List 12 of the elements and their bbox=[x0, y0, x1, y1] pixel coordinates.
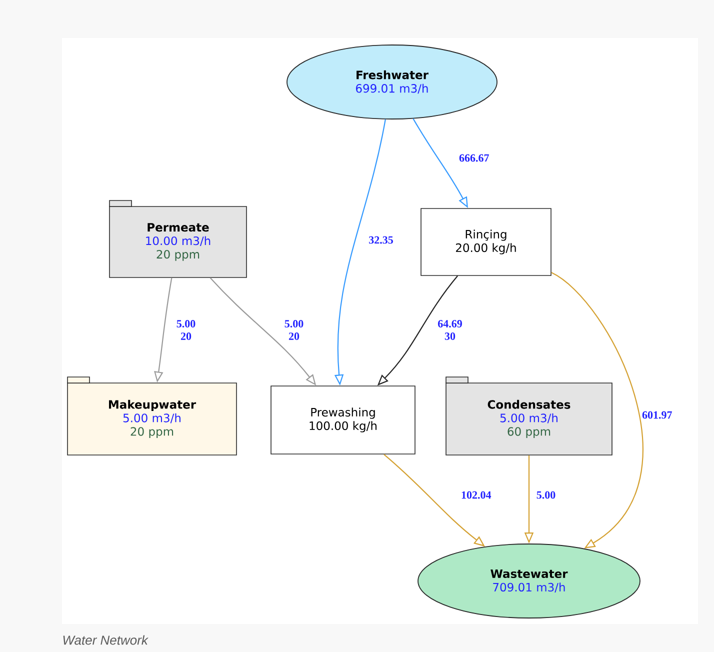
edge-label: 5.00 20 bbox=[280, 319, 308, 341]
edge-label: 5.00 20 bbox=[172, 319, 200, 341]
folder-box: Permeate 10.00 m3/h 20 ppm bbox=[109, 200, 247, 278]
process-box: Prewashing 100.00 kg/h bbox=[270, 386, 416, 454]
ellipse-node: Wastewater 709.01 m3/h bbox=[418, 544, 640, 618]
process-box: Rinçing 20.00 kg/h bbox=[420, 208, 552, 276]
folder-box: Makeupwater 5.00 m3/h 20 ppm bbox=[67, 376, 237, 456]
edge-label: 64.69 30 bbox=[436, 319, 464, 341]
folder-box: Condensates 5.00 m3/h 60 ppm bbox=[446, 376, 612, 456]
ellipse-node: Freshwater 699.01 m3/h bbox=[286, 44, 498, 120]
caption: Water Network bbox=[63, 635, 148, 645]
arrow bbox=[551, 272, 644, 548]
